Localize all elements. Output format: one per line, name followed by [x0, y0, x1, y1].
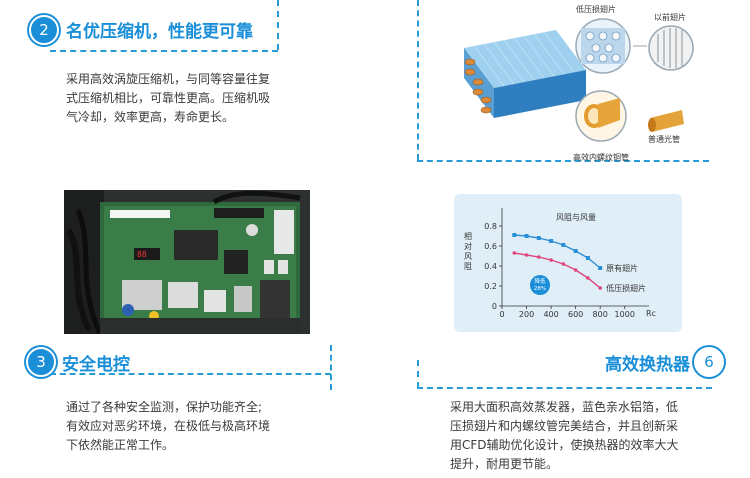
low-loss-fin-detail: [575, 18, 631, 74]
y-tick-label: 0.2: [484, 282, 497, 291]
series-2-label: 低压损翅片: [606, 283, 646, 293]
svg-text:88: 88: [137, 250, 147, 259]
series-1-point: [536, 236, 541, 240]
series-2-point: [573, 268, 578, 272]
x-tick-label: 200: [519, 310, 534, 319]
section2-description: 采用高效涡旋压缩机，与同等容量往复 式压缩机相比，可靠性更高。压缩机吸 气冷却，…: [66, 70, 270, 127]
series-2-point: [549, 258, 553, 262]
series-1-point: [524, 234, 529, 238]
section3-guide-horizontal: [50, 373, 331, 375]
series-1-point: [573, 249, 578, 253]
series-2-point: [598, 286, 602, 290]
plain-tube-label: 普通光管: [648, 134, 680, 144]
section6-guide-vertical-top: [417, 0, 419, 160]
section2-guide-horizontal: [50, 50, 278, 52]
section2-guide-vertical: [277, 0, 279, 50]
plain-tube-detail: [648, 110, 684, 132]
series-1-point: [549, 239, 554, 243]
inner-groove-tube-detail: [575, 90, 627, 142]
heat-exchanger-block: [464, 30, 586, 118]
section6-guide-vertical-bottom: [417, 360, 419, 388]
section2-number-badge: 2: [29, 15, 59, 45]
reduction-annotation: 降低 28%: [530, 275, 550, 295]
series-1-label: 原有翅片: [606, 263, 638, 273]
section6-guide-horizontal-top: [417, 160, 709, 162]
section6-line-3: 用CFD辅助优化设计，使换热器的效率大大: [450, 438, 679, 452]
old-fin-label: 以前翅片: [654, 12, 686, 22]
series-2-point: [561, 262, 566, 266]
x-tick-label: 400: [543, 310, 558, 319]
section2-line-1: 采用高效涡旋压缩机，与同等容量往复: [66, 72, 271, 86]
section3-line-1: 通过了各种安全监测，保护功能齐全;: [66, 400, 263, 414]
low-loss-fin-label: 低压损翅片: [576, 4, 616, 14]
y-tick-label: 0: [492, 302, 497, 311]
series-2-point: [524, 253, 529, 257]
section6-description: 采用大面积高效蒸发器，蓝色亲水铝箔，低 压损翅片和内螺纹管完美结合，并且创新采 …: [450, 398, 679, 474]
section6-line-1: 采用大面积高效蒸发器，蓝色亲水铝箔，低: [450, 400, 679, 414]
x-tick-label: 1000: [615, 310, 635, 319]
section2-line-3: 气冷却，效率更高，寿命更长。: [66, 110, 235, 124]
y-tick-label: 0.4: [484, 262, 497, 271]
y-tick-label: 0.6: [484, 242, 497, 251]
series-line-1: [514, 234, 601, 269]
section2-title: 名优压缩机，性能更可靠: [66, 22, 253, 42]
section6-title: 高效换热器: [605, 355, 690, 375]
chart-title: 风阻与风量: [556, 213, 596, 222]
control-board-photo: 88: [64, 190, 310, 334]
y-tick-label: 0.8: [484, 222, 497, 231]
series-1-point: [561, 243, 566, 247]
reduction-annotation-line2: 28%: [534, 286, 546, 292]
section6-number-badge: 6: [694, 347, 724, 377]
section6-guide-horizontal-bottom: [417, 387, 712, 389]
section3-description: 通过了各种安全监测，保护功能齐全; 有效应对恶劣环境，在极低与极高环境 下依然能…: [66, 398, 270, 455]
section6-line-2: 压损翅片和内螺纹管完美结合，并且创新采: [450, 419, 679, 433]
section3-line-3: 下依然能正常工作。: [66, 438, 175, 452]
series-1-point: [512, 233, 517, 237]
reduction-annotation-line1: 降低: [534, 277, 546, 285]
section3-title: 安全电控: [62, 355, 130, 375]
series-1-point: [598, 266, 603, 270]
control-board-image: 88: [64, 190, 310, 334]
series-2-point: [586, 276, 590, 280]
section2-line-2: 式压缩机相比，可靠性更高。压缩机吸: [66, 91, 271, 105]
heat-exchanger-illustration: 低压损翅片 以前翅片 高效内螺纹铜管 普通光管: [464, 4, 694, 162]
y-axis-label-char: 阻: [464, 262, 472, 271]
y-axis-label-char: 相: [464, 231, 472, 241]
section3-number-badge: 3: [26, 347, 56, 377]
x-tick-label: 0: [499, 310, 504, 319]
series-line-2: [514, 252, 601, 289]
x-tick-label: 600: [568, 310, 583, 319]
series-2-point: [537, 255, 541, 259]
section6-line-4: 提升，耐用更节能。: [450, 457, 559, 471]
series-1-point: [585, 256, 590, 260]
series-2-point: [512, 251, 517, 255]
x-tick-label: 800: [593, 310, 608, 319]
inner-groove-tube-label: 高效内螺纹铜管: [573, 152, 629, 162]
y-tick-labels: 0 0.2 0.4 0.6 0.8: [484, 222, 502, 311]
section3-guide-vertical: [330, 345, 332, 390]
section3-line-2: 有效应对恶劣环境，在极低与极高环境: [66, 419, 271, 433]
resistance-chart-panel: 风阻与风量 相对风阻 0 0.2 0.4 0.6 0.8 0 200 400 600 800 10…: [454, 194, 682, 332]
old-fin-detail: [648, 25, 694, 71]
x-tick-labels: 0 200 400 600 800 1000: [499, 306, 635, 319]
y-axis-label-char: 对: [464, 241, 472, 251]
x-axis-unit: Rc: [646, 309, 656, 318]
y-axis-label-char: 风: [464, 252, 472, 261]
